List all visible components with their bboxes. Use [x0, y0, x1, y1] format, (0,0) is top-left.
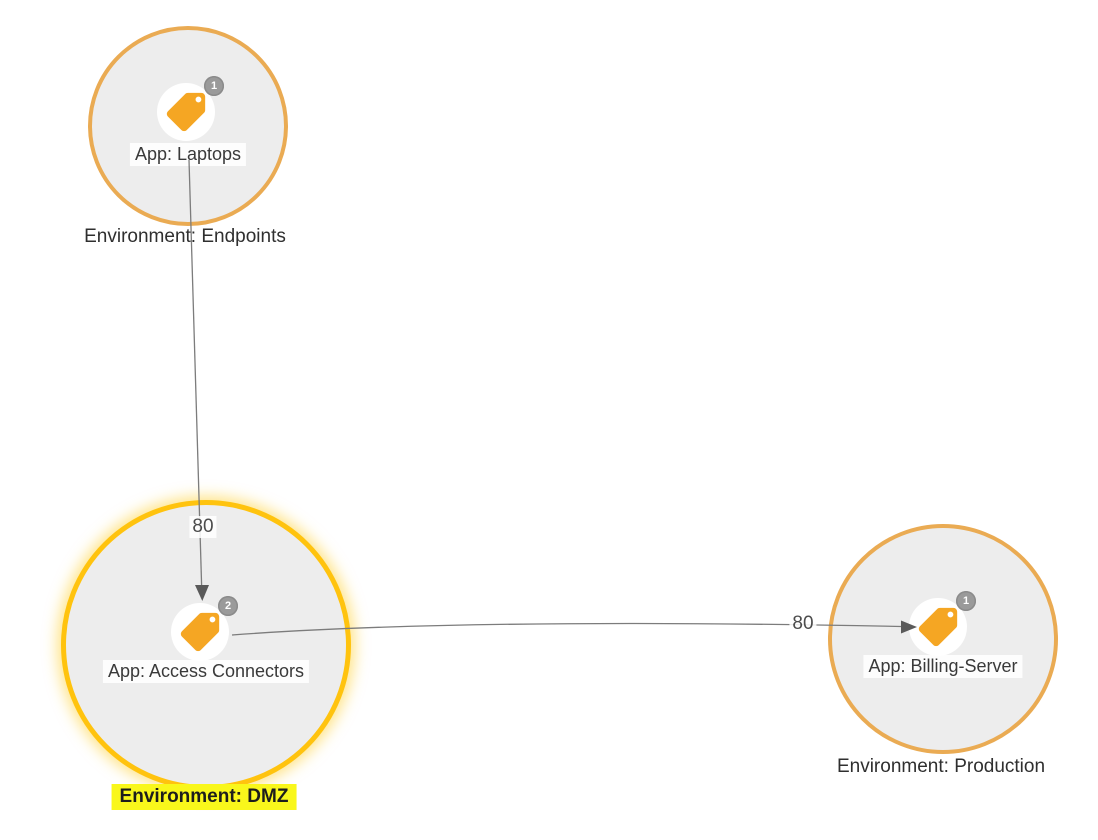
env-label-production[interactable]: Environment: Production — [836, 756, 1046, 777]
app-label-access-connectors[interactable]: App: Access Connectors — [102, 660, 310, 683]
env-label-dmz-highlighted[interactable]: Environment: DMZ — [111, 784, 297, 810]
edge-port-label[interactable]: 80 — [189, 516, 217, 538]
tag-icon-group-access-connectors[interactable]: 2 — [171, 596, 238, 661]
tag-count-badge: 2 — [218, 596, 238, 616]
edge-laptops-to-access-connectors[interactable] — [188, 159, 209, 601]
edge-port-label[interactable]: 80 — [789, 613, 817, 635]
node-circle-billing-server[interactable]: 1 App: Billing-Server — [828, 524, 1058, 754]
env-label-endpoints[interactable]: Environment: Endpoints — [84, 226, 286, 247]
tag-count-badge: 1 — [204, 76, 224, 96]
tag-icon — [166, 92, 206, 132]
arrowhead-right-icon — [901, 620, 917, 634]
tag-icon-group-laptops[interactable]: 1 — [157, 76, 224, 141]
tag-count-badge: 1 — [956, 591, 976, 611]
arrowhead-down-icon — [195, 585, 209, 601]
tag-icon — [918, 607, 958, 647]
app-label-laptops[interactable]: App: Laptops — [129, 143, 247, 166]
tag-icon-group-billing-server[interactable]: 1 — [909, 591, 976, 656]
app-label-billing-server[interactable]: App: Billing-Server — [863, 655, 1023, 678]
tag-icon — [180, 612, 220, 652]
node-circle-laptops[interactable]: 1 App: Laptops — [88, 26, 288, 226]
